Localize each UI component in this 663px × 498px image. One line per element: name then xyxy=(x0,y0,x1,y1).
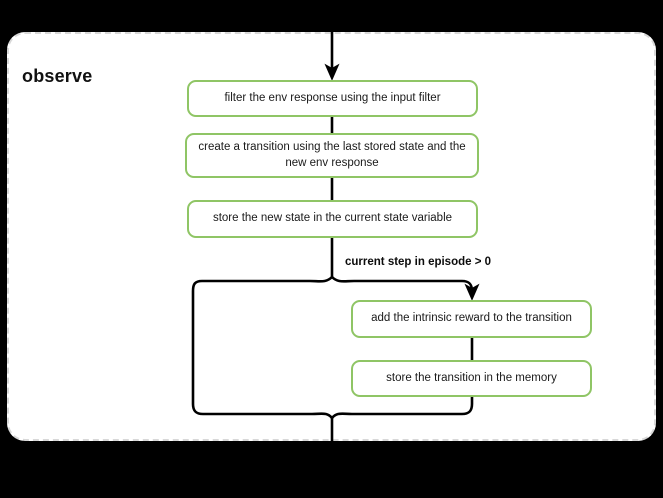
node-filter-env-response[interactable]: filter the env response using the input … xyxy=(187,80,478,117)
node-add-intrinsic-reward[interactable]: add the intrinsic reward to the transiti… xyxy=(351,300,592,338)
node-create-transition[interactable]: create a transition using the last store… xyxy=(185,133,479,178)
observe-subgraph-title: observe xyxy=(22,66,93,86)
edge-label-branch-condition: current step in episode > 0 xyxy=(345,256,492,268)
node-store-new-state[interactable]: store the new state in the current state… xyxy=(187,200,478,238)
node-store-transition-memory[interactable]: store the transition in the memory xyxy=(351,360,592,397)
